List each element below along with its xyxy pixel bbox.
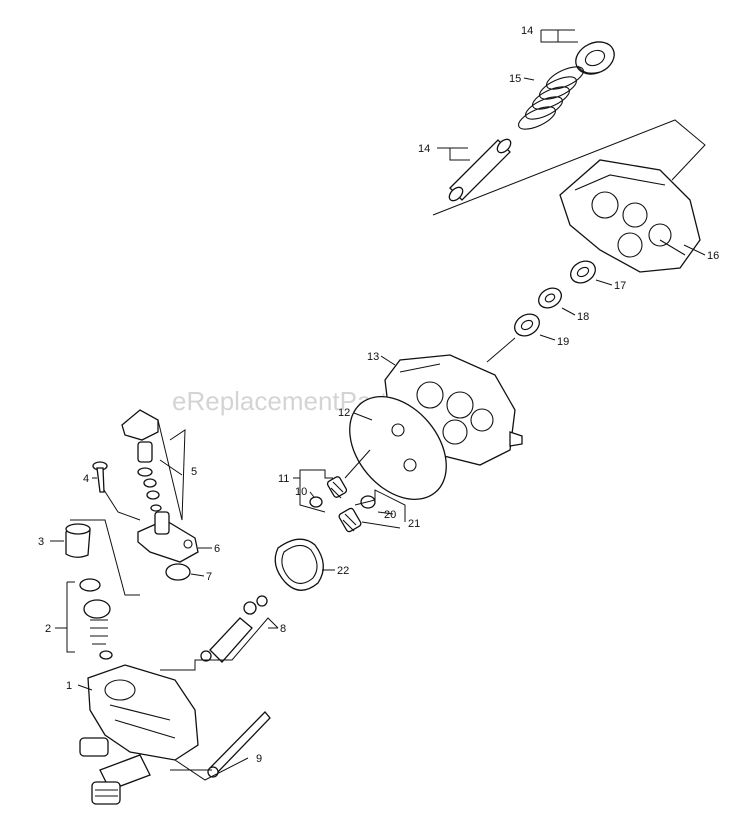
part-10-o-ring: [309, 496, 323, 508]
part-6-valve-housing: [137, 511, 199, 563]
part-8-piston-assembly: [200, 595, 268, 663]
callout-7: 7: [206, 571, 212, 583]
part-14-valve-seat: [575, 41, 615, 75]
callout-6: 6: [214, 543, 220, 555]
part-9-rod: [207, 711, 271, 778]
part-3-cap: [65, 523, 91, 558]
callout-17: 17: [614, 280, 626, 292]
callout-8: 8: [280, 623, 286, 635]
part-19-seal: [514, 313, 540, 337]
part-15-spring: [518, 66, 584, 130]
callout-11: 11: [278, 473, 289, 485]
part-7-o-ring: [165, 563, 191, 581]
part-17-seal: [570, 260, 596, 284]
callout-20: 20: [384, 509, 396, 521]
callout-16: 16: [707, 250, 719, 262]
callout-3: 3: [38, 536, 44, 548]
callout-15: 15: [509, 73, 521, 85]
part-4-screw: [92, 461, 108, 493]
callout-labels: 14 15 14 16 17 18 19 13 12 11 10 20 21 2…: [38, 25, 719, 765]
callout-21: 21: [408, 518, 420, 530]
part-21-check-valve: [338, 507, 362, 533]
part-18-washer: [538, 287, 562, 309]
part-22-gasket: [274, 538, 324, 591]
callout-13: 13: [367, 351, 379, 363]
part-12-gasket: [349, 396, 447, 500]
callout-4: 4: [83, 473, 89, 485]
callout-2: 2: [45, 623, 51, 635]
callout-1: 1: [66, 680, 72, 692]
callout-14-top: 14: [521, 25, 533, 37]
part-14-plunger: [448, 138, 512, 202]
callout-10: 10: [295, 486, 307, 498]
part-1-pump-body: [79, 664, 199, 805]
callout-14-lower: 14: [418, 143, 430, 155]
part-2-unloader-valve: [79, 578, 113, 660]
callout-leaders: [50, 29, 706, 781]
part-16-manifold-head: [559, 159, 701, 273]
part-5-valve-stack: [121, 409, 162, 512]
callout-22: 22: [337, 565, 349, 577]
callout-12: 12: [338, 407, 350, 419]
callout-5: 5: [191, 466, 197, 478]
part-11-check-valve: [326, 476, 348, 499]
callout-9: 9: [256, 753, 262, 765]
callout-19: 19: [557, 336, 569, 348]
callout-18: 18: [577, 311, 589, 323]
